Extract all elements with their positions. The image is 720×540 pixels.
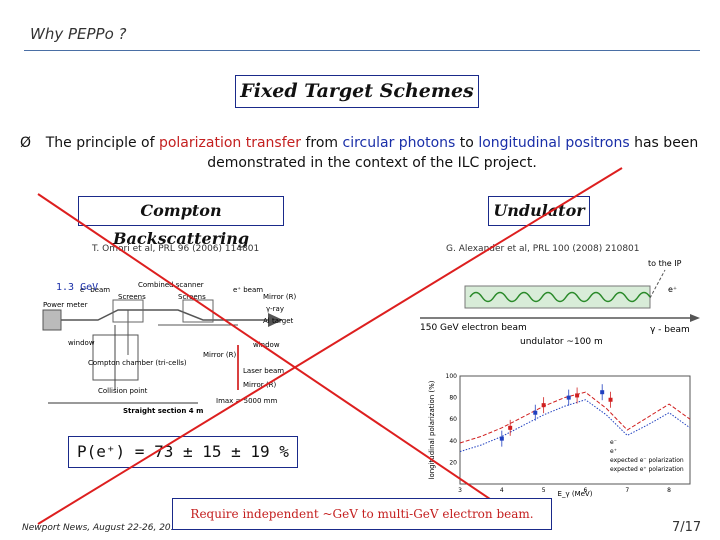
power-meter-box — [42, 309, 62, 331]
diagram-label: window — [253, 341, 280, 349]
chart-y-tick-label: 20 — [449, 459, 457, 466]
undulator-diagram: 150 GeV electron beam to the IP e⁺ γ - b… — [420, 259, 700, 347]
compton-backscattering-box: Compton Backscattering — [78, 196, 284, 248]
diagram-label: Screens — [118, 293, 146, 301]
chart-y-tick-label: 100 — [446, 373, 458, 380]
chart-x-tick-label: 4 — [500, 487, 504, 494]
beam-energy-label: 1.3 GeV — [56, 282, 99, 293]
diagram-label: e⁺ — [668, 285, 677, 294]
diagram-label: γ - beam — [650, 325, 690, 335]
bullet-arrow-icon: Ø — [20, 135, 32, 151]
diagram-label: undulator ~100 m — [520, 337, 603, 347]
bullet-part: from — [301, 135, 343, 151]
bullet-part-highlight: longitudinal positrons — [478, 135, 630, 151]
bullet-part: The principle of — [45, 135, 159, 151]
diagram-label: Screens — [178, 293, 206, 301]
bullet-text: The principle of polarization transfer f… — [34, 133, 710, 173]
diagram-label: Straight section 4 m — [123, 407, 203, 415]
chart-y-tick-label: 60 — [449, 416, 457, 423]
undulator-reference: G. Alexander et al, PRL 100 (2008) 21080… — [446, 244, 640, 254]
bullet-part: has been demonstrated in the context of … — [207, 135, 699, 171]
chart-legend-entry: e⁻ — [610, 439, 617, 446]
bullet-part: to — [455, 135, 479, 151]
compton-reference: T. Omori et al, PRL 96 (2006) 114801 — [92, 244, 260, 254]
undulator-box-label: Undulator — [488, 196, 590, 226]
chart-x-tick-label: 8 — [667, 487, 671, 494]
chart-y-axis-label: longitudinal polarization (%) — [428, 380, 436, 479]
chart-legend-entry: e⁺ — [610, 448, 617, 455]
beamline — [58, 309, 268, 321]
chart-x-tick-label: 5 — [542, 487, 546, 494]
chart-legend-entry: expected e⁺ polarization — [610, 466, 684, 473]
chart-legend-entry: expected e⁻ polarization — [610, 457, 684, 464]
diagram-label: Mirror (R) — [263, 293, 296, 301]
chart-x-tick-label: 7 — [625, 487, 629, 494]
chart-y-tick-label: 40 — [449, 438, 457, 445]
requirement-box: Require independent ~GeV to multi-GeV el… — [172, 498, 552, 530]
diagram-label: Imax = 5000 mm — [216, 397, 277, 405]
chart-y-tick-label: 80 — [449, 395, 457, 402]
diagram-label: Compton chamber (tri-cells) — [88, 359, 187, 367]
diagram-label: Al target — [263, 317, 293, 325]
diagram-label: Power meter — [43, 301, 88, 309]
header-divider — [24, 50, 700, 51]
chart-x-tick-label: 3 — [458, 487, 462, 494]
diagram-label: γ-ray — [266, 305, 284, 313]
diagram-label: Mirror (R) — [243, 381, 276, 389]
positron-polarization-result: P(e⁺) = 73 ± 15 ± 19 % — [68, 436, 298, 468]
chart-x-axis-label: E_γ (MeV) — [558, 490, 593, 498]
slide-header-title: Why PEPPo ? — [30, 25, 127, 43]
diagram-label: Laser beam — [243, 367, 284, 375]
gamma-arrow-icon — [690, 314, 700, 322]
page-number: 7/17 — [672, 520, 702, 535]
diagram-label: 150 GeV electron beam — [420, 323, 527, 333]
positron-path — [649, 269, 666, 299]
diagram-label: e⁺ beam — [233, 286, 263, 294]
compton-diagram: e⁻ beam Combined scanner Screens Screens… — [42, 281, 296, 415]
diagram-label: window — [68, 339, 95, 347]
undulator-box — [464, 285, 651, 309]
section-title: Fixed Target Schemes — [235, 75, 479, 108]
footer-date: Newport News, August 22-26, 2011 — [22, 523, 183, 533]
bullet-part-highlight: circular photons — [342, 135, 456, 151]
diagram-label: Mirror (R) — [203, 351, 236, 359]
diagram-label: to the IP — [648, 259, 682, 268]
diagram-label: Collision point — [98, 387, 148, 395]
diagram-label: Combined scanner — [138, 281, 204, 289]
bullet-part-highlight: polarization transfer — [158, 135, 302, 151]
